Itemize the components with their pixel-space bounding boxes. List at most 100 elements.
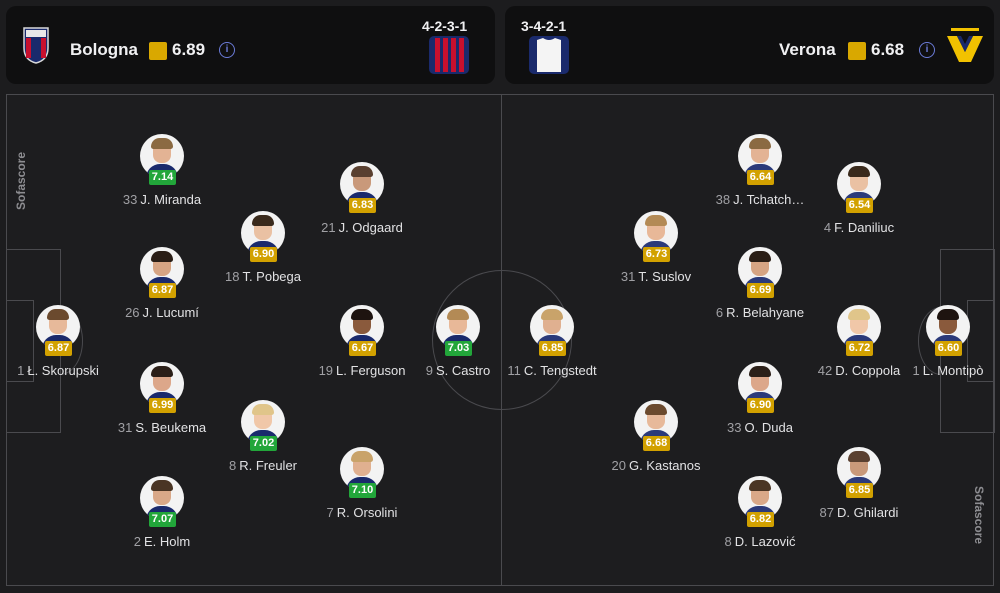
- player-rating-badge: 6.64: [747, 170, 774, 185]
- home-formation: 4-2-3-1: [422, 18, 468, 34]
- player-rating-badge: 6.83: [349, 198, 376, 213]
- player-rating-badge: 6.69: [747, 283, 774, 298]
- player-avatar: [340, 162, 384, 206]
- player-rating-badge: 7.14: [149, 170, 176, 185]
- player-name: R. Freuler: [239, 458, 298, 473]
- player-rating-badge: 6.68: [643, 436, 670, 451]
- player-avatar: [36, 305, 80, 349]
- home-team-name[interactable]: Bologna: [70, 40, 138, 59]
- player-number: 4: [823, 220, 832, 235]
- player-name: R. Orsolini: [336, 505, 398, 520]
- away-team-rating: 6.68: [871, 40, 905, 59]
- home-team-header: Bologna 6.89 i 4-2-3-1: [6, 6, 495, 84]
- player-number: 33: [122, 192, 138, 207]
- home-goal-area: [6, 300, 34, 382]
- player-name: F. Daniliuc: [834, 220, 895, 235]
- player-number: 18: [224, 269, 240, 284]
- player-name: S. Beukema: [135, 420, 207, 435]
- player-name: E. Holm: [144, 534, 191, 549]
- player-rating-badge: 6.72: [846, 341, 873, 356]
- away-goal-area: [967, 300, 995, 382]
- player-name: D. Coppola: [835, 363, 901, 378]
- player-name: Ł. Skorupski: [27, 363, 99, 378]
- player-rating-badge: 6.90: [250, 247, 277, 262]
- player-rating-badge: 7.02: [250, 436, 277, 451]
- player-rating-badge: 6.85: [846, 483, 873, 498]
- info-icon[interactable]: i: [919, 42, 935, 58]
- player-number: 38: [715, 192, 731, 207]
- player-number: 6: [715, 305, 724, 320]
- away-team-name[interactable]: Verona: [779, 40, 836, 59]
- player-rating-badge: 6.87: [45, 341, 72, 356]
- player-name: T. Pobega: [242, 269, 301, 284]
- player-rating-badge: 6.87: [149, 283, 176, 298]
- away-kit-icon: [529, 36, 569, 74]
- player-number: 20: [611, 458, 626, 473]
- player-avatar: [140, 362, 184, 406]
- player-number: 33: [727, 420, 742, 435]
- player-rating-badge: 6.99: [149, 398, 176, 413]
- player-avatar: [738, 476, 782, 520]
- player-rating-badge: 6.73: [643, 247, 670, 262]
- player-name: R. Belahyane: [726, 305, 805, 320]
- player-name: S. Castro: [436, 363, 491, 378]
- home-rating-swatch: [149, 42, 167, 60]
- player-number: 8: [724, 534, 732, 549]
- player-number: 87: [819, 505, 835, 520]
- bologna-crest-icon[interactable]: [22, 26, 50, 64]
- player-name: L. Ferguson: [336, 363, 406, 378]
- player-name: C. Tengstedt: [523, 363, 597, 378]
- player-rating-badge: 6.60: [935, 341, 962, 356]
- info-icon[interactable]: i: [219, 42, 235, 58]
- player-name: T. Suslov: [638, 269, 692, 284]
- player-rating-badge: 6.90: [747, 398, 774, 413]
- away-formation: 3-4-2-1: [521, 18, 567, 34]
- player-name: J. Lucumí: [142, 305, 199, 320]
- player-name: O. Duda: [744, 420, 793, 435]
- player-name: D. Lazović: [734, 534, 796, 549]
- player-avatar: [140, 476, 184, 520]
- verona-crest-icon[interactable]: [945, 26, 985, 66]
- player-name: L. Montipò: [922, 363, 984, 378]
- player-number: 11: [507, 363, 521, 378]
- player-number: 1: [912, 363, 920, 378]
- brand-watermark-left: Sofascore: [14, 151, 28, 210]
- player-number: 26: [125, 305, 140, 320]
- home-team-rating: 6.89: [172, 40, 206, 59]
